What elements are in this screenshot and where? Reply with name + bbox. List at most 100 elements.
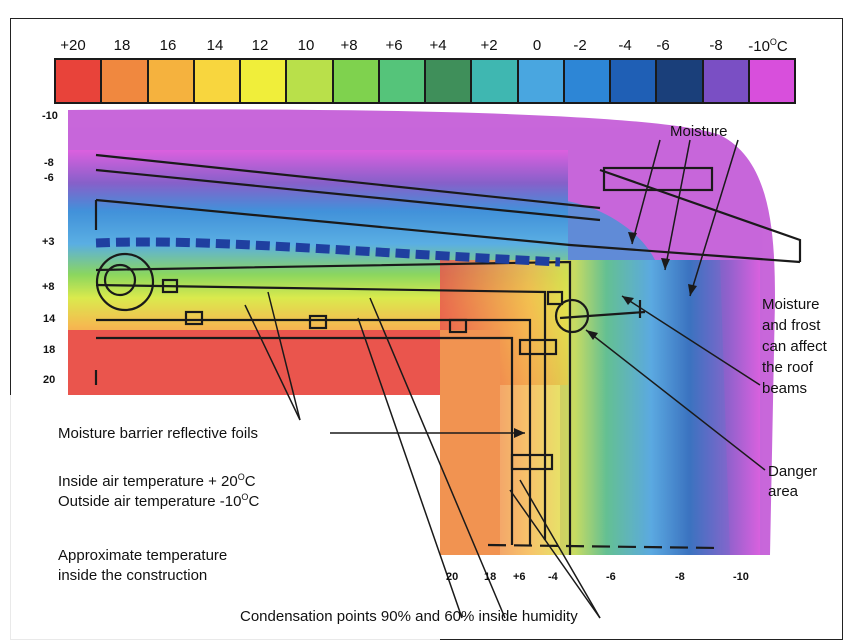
side-label: -6 <box>44 172 54 184</box>
scale-swatch <box>241 60 288 102</box>
arrowhead <box>586 330 598 340</box>
insulation-layer <box>95 237 561 267</box>
danger-circle <box>554 298 590 334</box>
scale-label: +6 <box>385 37 403 54</box>
arrow-cond-1 <box>357 317 463 619</box>
scale-swatch <box>564 60 611 102</box>
arrowhead <box>628 232 637 244</box>
foils-label: Moisture barrier reflective foils <box>58 425 259 442</box>
scale-label: +2 <box>480 37 498 54</box>
scale-swatch <box>703 60 750 102</box>
scale-label: +20 <box>60 37 86 54</box>
vent-circle <box>95 252 155 312</box>
side-label: 18 <box>43 344 56 356</box>
floor-line <box>487 543 721 550</box>
roof-line-second <box>95 168 601 222</box>
insulation-boundary <box>95 260 572 555</box>
scale-swatch <box>749 60 794 102</box>
scale-swatch <box>657 60 704 102</box>
arrow-moisture-1 <box>631 139 661 245</box>
scale-label: -6 <box>656 37 670 54</box>
scale-label: 18 <box>113 37 131 54</box>
side-label: 20 <box>43 374 56 386</box>
bottom-label: -6 <box>606 571 616 583</box>
danger-area-label: Danger area <box>768 463 818 500</box>
moisture-frost-label: Moisture and frost can affect the roof b… <box>762 296 827 397</box>
arrow-foil-2 <box>267 291 301 421</box>
beam-line <box>559 310 646 320</box>
bottom-label: 20 <box>446 571 459 583</box>
construction-lines <box>94 153 802 555</box>
scale-label: -4 <box>618 37 632 54</box>
batten-1 <box>161 278 179 294</box>
arrowhead <box>514 428 525 438</box>
bottom-label: -4 <box>548 571 558 583</box>
roof-line-top <box>95 153 601 210</box>
arrowhead <box>622 296 634 305</box>
bottom-label: -10 <box>733 571 749 583</box>
side-label: -8 <box>44 157 54 169</box>
batten-7 <box>510 453 554 471</box>
scale-label: +8 <box>340 37 358 54</box>
scale-swatch <box>56 60 103 102</box>
bottom-label: 18 <box>484 571 497 583</box>
inside-temperature-label: Inside air temperature + 20OC <box>58 472 256 490</box>
scale-label: 10 <box>297 37 315 54</box>
temperature-color-scale <box>54 58 796 104</box>
foil-line-outer <box>95 283 547 540</box>
arrow-danger <box>585 329 766 471</box>
scale-label: -8 <box>709 37 723 54</box>
side-label: +8 <box>42 281 55 293</box>
scale-label: +4 <box>429 37 447 54</box>
arrowhead <box>661 258 670 270</box>
warm-band-vertical <box>440 330 500 555</box>
scale-label-last: -10OC <box>748 37 788 55</box>
arrow-cond-2 <box>369 297 506 619</box>
vent-inner <box>103 263 137 297</box>
scale-swatch <box>379 60 426 102</box>
warm-band <box>68 330 440 395</box>
roof-deck-line <box>95 198 801 264</box>
moisture-label: Moisture <box>670 123 728 140</box>
scale-swatch <box>333 60 380 102</box>
eave-line <box>599 168 802 262</box>
batten-4 <box>448 318 468 334</box>
batten-2 <box>184 310 204 326</box>
scale-swatch <box>426 60 473 102</box>
outside-temperature-label: Outside air temperature -10OC <box>58 492 260 510</box>
arrow-cond-3 <box>519 479 601 619</box>
bottom-label: -8 <box>675 571 685 583</box>
scale-swatch <box>611 60 658 102</box>
side-label: 14 <box>43 313 56 325</box>
batten-3 <box>308 314 328 330</box>
approximate-temperature-label: Approximate temperature inside the const… <box>58 547 228 584</box>
scale-swatch <box>472 60 519 102</box>
arrow-foil-1 <box>244 304 301 421</box>
scale-swatch <box>287 60 334 102</box>
bottom-label: +6 <box>513 571 526 583</box>
side-label: -10 <box>42 110 58 122</box>
scale-label: 16 <box>159 37 177 54</box>
arrow-frost <box>621 295 761 386</box>
gutter-box <box>602 166 714 192</box>
scale-label: 14 <box>206 37 224 54</box>
side-label: +3 <box>42 236 55 248</box>
scale-label: -2 <box>573 37 587 54</box>
scale-swatch <box>194 60 241 102</box>
scale-label: 12 <box>251 37 269 54</box>
scale-swatch <box>518 60 565 102</box>
interior-space <box>0 395 440 640</box>
scale-label: 0 <box>532 37 542 54</box>
inner-lining <box>96 336 514 545</box>
arrowhead <box>688 284 697 296</box>
condensation-label: Condensation points 90% and 60% inside h… <box>240 608 578 625</box>
scale-swatch <box>102 60 149 102</box>
arrow-moisture-3 <box>689 139 739 297</box>
scale-swatch <box>148 60 195 102</box>
arrow-cond-4 <box>509 489 601 619</box>
arrow-heads <box>514 232 697 438</box>
batten-5 <box>546 290 564 306</box>
arrow-moisture-2 <box>664 139 691 271</box>
